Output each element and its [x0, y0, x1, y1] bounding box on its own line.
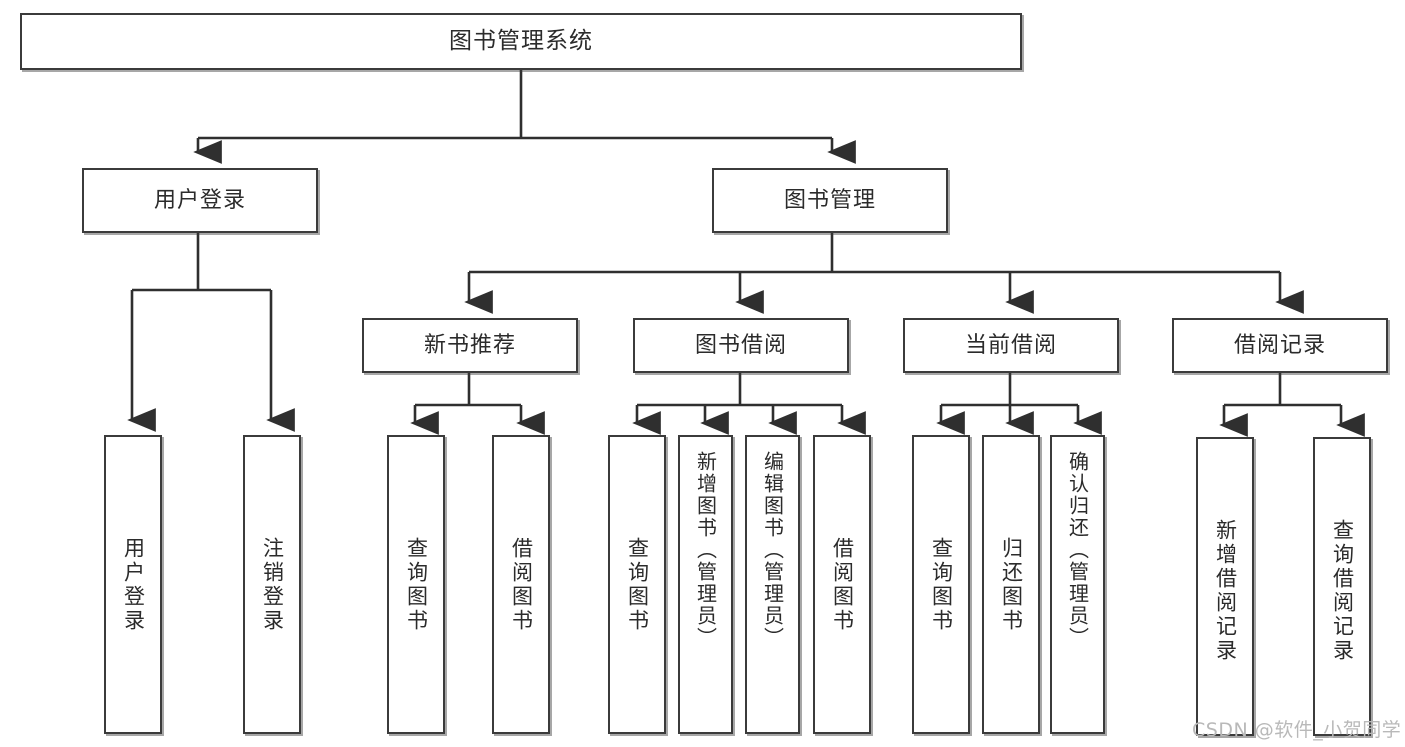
leaf-query-borrow-record[interactable]: 查询借阅记录	[1313, 437, 1371, 736]
leaf-return-book[interactable]: 归还图书	[982, 435, 1040, 734]
node-label: 用户登录	[121, 537, 146, 633]
leaf-confirm-return-admin[interactable]: 确认归还（管理员）	[1050, 435, 1105, 734]
node-label: 图书管理	[783, 187, 876, 213]
leaf-logout[interactable]: 注销登录	[243, 435, 301, 734]
node-label: 归还图书	[999, 537, 1024, 633]
node-book-borrow[interactable]: 图书借阅	[633, 318, 849, 373]
leaf-user-login[interactable]: 用户登录	[104, 435, 162, 734]
node-book-management[interactable]: 图书管理	[712, 168, 948, 233]
node-label: 借阅记录	[1233, 332, 1326, 358]
node-label: 图书管理系统	[449, 28, 593, 55]
leaf-add-borrow-record[interactable]: 新增借阅记录	[1196, 437, 1254, 736]
leaf-query-book-borrow[interactable]: 查询图书	[608, 435, 666, 734]
node-root-book-management-system[interactable]: 图书管理系统	[20, 13, 1022, 70]
leaf-query-book-recommendation[interactable]: 查询图书	[387, 435, 445, 734]
node-label: 新增图书（管理员）	[693, 451, 718, 649]
leaf-query-book-current[interactable]: 查询图书	[912, 435, 970, 734]
node-label: 图书借阅	[694, 332, 787, 358]
leaf-edit-book-admin[interactable]: 编辑图书（管理员）	[745, 435, 800, 734]
node-label: 查询图书	[404, 537, 429, 633]
node-label: 新书推荐	[423, 332, 516, 358]
leaf-borrow-book-recommendation[interactable]: 借阅图书	[492, 435, 550, 734]
node-label: 确认归还（管理员）	[1065, 451, 1090, 649]
node-new-book-recommendation[interactable]: 新书推荐	[362, 318, 578, 373]
node-borrow-record[interactable]: 借阅记录	[1172, 318, 1388, 373]
node-current-borrow[interactable]: 当前借阅	[903, 318, 1119, 373]
leaf-add-book-admin[interactable]: 新增图书（管理员）	[678, 435, 733, 734]
node-label: 编辑图书（管理员）	[760, 451, 785, 649]
node-user-login[interactable]: 用户登录	[82, 168, 318, 233]
leaf-borrow-book-borrow[interactable]: 借阅图书	[813, 435, 871, 734]
node-label: 用户登录	[153, 187, 246, 213]
node-label: 注销登录	[260, 537, 285, 633]
node-label: 查询图书	[625, 537, 650, 633]
node-label: 新增借阅记录	[1213, 519, 1238, 663]
node-label: 借阅图书	[509, 537, 534, 633]
node-label: 当前借阅	[964, 332, 1057, 358]
node-label: 借阅图书	[830, 537, 855, 633]
node-label: 查询图书	[929, 537, 954, 633]
watermark-csdn: CSDN @软件_小贺同学	[1192, 719, 1402, 741]
node-label: 查询借阅记录	[1330, 519, 1355, 663]
